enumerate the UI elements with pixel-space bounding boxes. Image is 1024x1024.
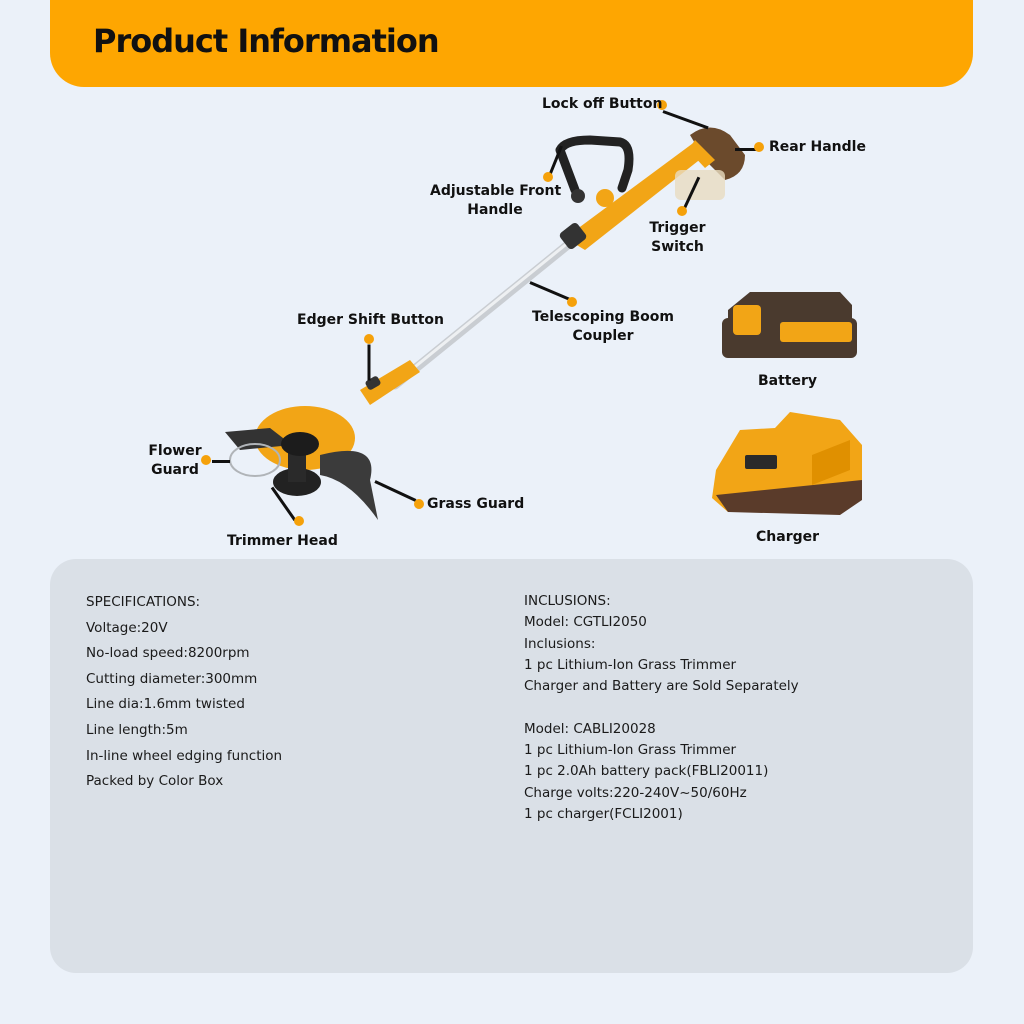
callout-lock-off-button: Lock off Button bbox=[542, 96, 663, 112]
inclusions-heading: INCLUSIONS: bbox=[524, 593, 611, 609]
grass-guard-shape bbox=[320, 450, 378, 520]
rear-handle-shape bbox=[690, 127, 745, 180]
inclusion-item: 1 pc 2.0Ah battery pack(FBLI20011) bbox=[524, 763, 769, 780]
callout-line: Telescoping Boom bbox=[532, 309, 674, 325]
page-title: Product Information bbox=[93, 22, 440, 60]
flower-guard-dot bbox=[201, 455, 211, 465]
rear-handle-dot bbox=[754, 142, 764, 152]
details-panel: SPECIFICATIONS: Voltage:20V No-load spee… bbox=[50, 559, 973, 973]
spec-item: Line dia:1.6mm twisted bbox=[86, 696, 245, 713]
callout-line: Handle bbox=[467, 202, 523, 218]
spec-item: Cutting diameter:300mm bbox=[86, 670, 258, 687]
trimmer-head-dot bbox=[294, 516, 304, 526]
battery-label: Battery bbox=[758, 373, 818, 389]
header-banner: Product Information bbox=[50, 0, 973, 87]
inclusion-item: Model: CGTLI2050 bbox=[524, 614, 647, 631]
spec-item: Line length:5m bbox=[86, 721, 188, 738]
callout-trimmer-head: Trimmer Head bbox=[227, 533, 338, 549]
inclusion-item: Inclusions: bbox=[524, 635, 596, 652]
callout-line: Coupler bbox=[572, 328, 634, 344]
callout-edger-shift-button: Edger Shift Button bbox=[297, 312, 444, 328]
trigger-dot bbox=[677, 206, 687, 216]
inclusion-item: 1 pc charger(FCLI2001) bbox=[524, 805, 683, 822]
edger-leader bbox=[367, 344, 371, 381]
specifications-heading: SPECIFICATIONS: bbox=[86, 594, 201, 610]
spec-item: No-load speed:8200rpm bbox=[86, 645, 250, 662]
spec-item: Voltage:20V bbox=[86, 619, 168, 636]
callout-line: Flower bbox=[148, 443, 202, 459]
callout-rear-handle: Rear Handle bbox=[769, 139, 866, 155]
boom-dot bbox=[567, 297, 577, 307]
spec-item: In-line wheel edging function bbox=[86, 747, 283, 764]
battery-ghost bbox=[675, 170, 725, 200]
charger-image bbox=[712, 412, 862, 515]
flower-guard-shape bbox=[225, 428, 292, 450]
specifications-column: SPECIFICATIONS: Voltage:20V No-load spee… bbox=[86, 590, 282, 795]
callout-line: Switch bbox=[651, 239, 704, 255]
battery-image bbox=[722, 292, 857, 358]
upper-tube bbox=[565, 138, 712, 250]
callout-trigger-switch: Trigger Switch bbox=[640, 219, 715, 257]
lower-tube bbox=[360, 360, 420, 405]
inclusion-item: Charger and Battery are Sold Separately bbox=[524, 678, 799, 695]
inclusion-item: Model: CABLI20028 bbox=[524, 720, 656, 737]
grass-trimmer-illustration bbox=[225, 127, 862, 520]
callout-line: Guard bbox=[151, 462, 199, 478]
inclusion-item: 1 pc Lithium-Ion Grass Trimmer bbox=[524, 656, 737, 673]
rear-handle-leader bbox=[735, 148, 757, 151]
spacer bbox=[524, 697, 799, 718]
spec-item: Packed by Color Box bbox=[86, 773, 224, 790]
grass-guard-dot bbox=[414, 499, 424, 509]
boom-highlight bbox=[394, 231, 581, 385]
inclusions-column: INCLUSIONS: Model: CGTLI2050 Inclusions:… bbox=[524, 591, 799, 825]
lock-off-dot bbox=[657, 100, 667, 110]
boom-pole bbox=[390, 230, 585, 390]
front-handle-shape bbox=[555, 135, 634, 195]
front-handle-dot bbox=[543, 172, 553, 182]
callout-adjustable-front-handle: Adjustable Front Handle bbox=[430, 182, 562, 220]
inclusion-item: Charge volts:220-240V~50/60Hz bbox=[524, 784, 747, 801]
charger-label: Charger bbox=[756, 529, 820, 545]
callout-grass-guard: Grass Guard bbox=[427, 496, 525, 512]
boom-collar bbox=[559, 222, 587, 250]
callout-line: Adjustable Front bbox=[430, 183, 562, 199]
callout-flower-guard: Flower Guard bbox=[145, 442, 205, 480]
edger-dot bbox=[364, 334, 374, 344]
callout-telescoping-boom-coupler: Telescoping Boom Coupler bbox=[532, 308, 674, 346]
inclusion-item: 1 pc Lithium-Ion Grass Trimmer bbox=[524, 742, 737, 759]
callout-line: Trigger bbox=[649, 220, 706, 236]
flower-guard-leader bbox=[212, 460, 230, 463]
